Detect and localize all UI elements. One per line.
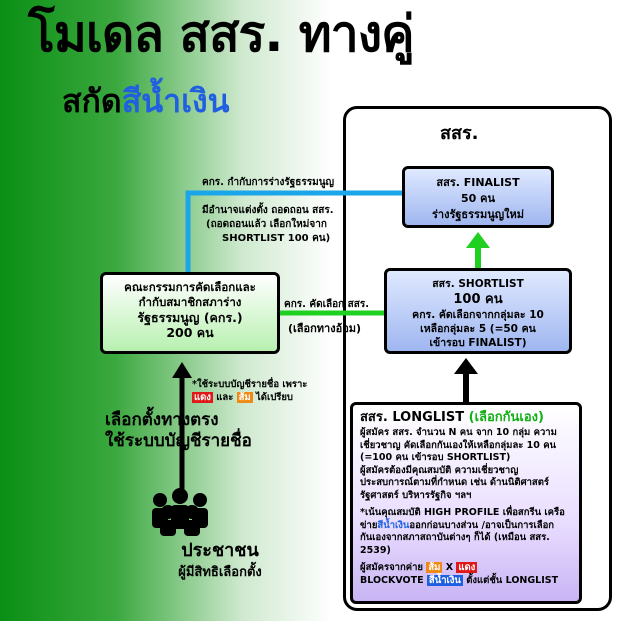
longlist-para-1: ผู้สมัคร สสร. จำนวน N คน จาก 10 กลุ่ม คว… — [360, 427, 557, 463]
longlist-para-2: ผู้สมัครต้องมีคุณสมบัติ ความเชี่ยวชาญ ปร… — [360, 464, 550, 501]
note-advantage: ได้เปรียบ — [256, 392, 293, 403]
longlist-blockvote: BLOCKVOTE — [360, 574, 424, 586]
committee-line-1: คณะกรรมการคัดเลือกและ — [124, 280, 256, 294]
black-arrow-head — [454, 358, 478, 374]
longlist-para-3: *เน้นคุณสมบัติ HIGH PROFILE เพื่อสกรีน เ… — [360, 507, 572, 557]
label-reselect: (ถอดถอนแล้ว เลือกใหม่จาก — [206, 219, 327, 230]
longlist-para-4a: ผู้สมัครจากค่าย — [360, 562, 423, 573]
shortlist-desc-1: คกร. คัดเลือกจากกลุ่มละ 10 — [412, 309, 544, 321]
label-select-sasor: คกร. คัดเลือก สสร. — [284, 299, 370, 310]
note-and: และ — [216, 392, 234, 403]
label-committee-oversee: คกร. กำกับการร่างรัฐธรรมนูญ — [202, 177, 335, 188]
panel-title: สสร. — [440, 123, 479, 144]
shortlist-desc-3: เข้ารอบ FINALIST) — [429, 337, 527, 349]
longlist-title-highlight: (เลือกกันเอง) — [468, 410, 544, 425]
list-system-note: *ใช้ระบบบัญชีรายชื่อ เพราะ แดง และ ส้ม ไ… — [192, 378, 307, 404]
shortlist-title: สสร. SHORTLIST — [432, 278, 524, 290]
committee-line-2: กำกับสมาชิกสภาร่าง — [138, 295, 242, 309]
green-arrow-head — [466, 232, 490, 248]
shortlist-desc-2: เหลือกลุ่มละ 5 (=50 คน — [420, 323, 536, 335]
committee-count: 200 คน — [166, 325, 214, 340]
note-orange-tag: ส้ม — [236, 392, 253, 403]
people-line-2: ผู้มีสิทธิเลือกตั้ง — [178, 565, 262, 580]
shortlist-count: 100 คน — [453, 292, 503, 307]
subtitle-prefix: สกัด — [62, 82, 122, 120]
longlist-para-4: ผู้สมัครจากค่าย ส้ม X แดง BLOCKVOTE สีน้… — [360, 562, 572, 587]
finalist-desc: ร่างรัฐธรรมนูญใหม่ — [432, 208, 524, 221]
longlist-title: สสร. LONGLIST (เลือกกันเอง) — [360, 409, 572, 427]
longlist-x: X — [445, 562, 454, 573]
people-arrow-head — [172, 362, 192, 378]
finalist-box: สสร. FINALIST 50 คน ร่างรัฐธรรมนูญใหม่ — [402, 166, 554, 228]
longlist-para-4c: ตั้งแต่ชั้น LONGLIST — [466, 574, 559, 586]
page-subtitle: สกัดสีน้ำเงิน — [62, 80, 230, 122]
longlist-box: สสร. LONGLIST (เลือกกันเอง) ผู้สมัคร สสร… — [350, 402, 582, 604]
committee-box: คณะกรรมการคัดเลือกและ กำกับสมาชิกสภาร่าง… — [100, 272, 280, 354]
longlist-red-tag: แดง — [456, 562, 478, 573]
longlist-title-prefix: สสร. LONGLIST — [360, 410, 465, 425]
finalist-title: สสร. FINALIST — [436, 176, 520, 189]
note-line-2: แดง และ ส้ม ได้เปรียบ — [192, 391, 307, 404]
committee-line-3: รัฐธรรมนูญ (คกร.) — [137, 310, 243, 325]
label-indirect: (เลือกทางอ้อม) — [288, 322, 362, 335]
longlist-para-3a: *เน้นคุณสมบัติ HIGH PROFILE เพื่อสกรีน เ… — [360, 507, 565, 531]
longlist-para-3c: ออกก่อนบางส่วน /อาจเป็นการเลือกกันเองจาก… — [360, 519, 555, 556]
direct-line-1: เลือกตั้งทางตรง — [105, 410, 219, 430]
page-title: โมเดล สสร. ทางคู่ — [28, 5, 415, 63]
label-shortlist-100: SHORTLIST 100 คน) — [222, 233, 331, 244]
finalist-count: 50 คน — [460, 192, 495, 205]
direct-line-2: ใช้ระบบบัญชีรายชื่อ — [105, 431, 252, 451]
people-label: ประชาชน ผู้มีสิทธิเลือกตั้ง — [150, 540, 290, 584]
longlist-para-3b: สีน้ำเงิน — [377, 519, 410, 531]
direct-election-label: เลือกตั้งทางตรง ใช้ระบบบัญชีรายชื่อ — [105, 410, 252, 452]
subtitle-highlight: สีน้ำเงิน — [121, 82, 230, 120]
note-line-1: *ใช้ระบบบัญชีรายชื่อ เพราะ — [192, 379, 308, 390]
note-red-tag: แดง — [192, 392, 213, 403]
people-line-1: ประชาชน — [181, 540, 259, 561]
label-appoint-remove: มีอำนาจแต่งตั้ง ถอดถอน สสร. — [202, 205, 334, 216]
longlist-blue-tag: สีน้ำเงิน — [426, 574, 463, 586]
longlist-orange-tag: ส้ม — [426, 562, 443, 573]
blue-connector — [185, 190, 402, 272]
people-group-icon — [152, 488, 208, 536]
shortlist-box: สสร. SHORTLIST 100 คน คกร. คัดเลือกจากกล… — [384, 268, 572, 354]
